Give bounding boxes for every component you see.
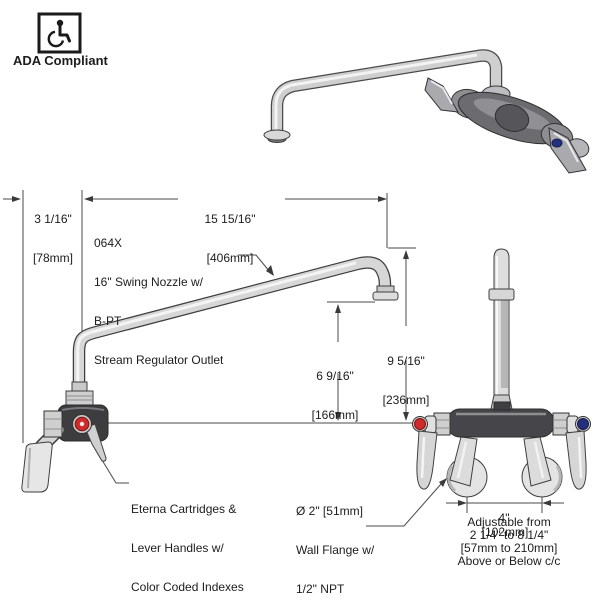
leader-swing-nozzle xyxy=(238,254,271,273)
note-cartridges: Eterna Cartridges & Lever Handles w/ Col… xyxy=(131,502,244,594)
ada-compliant-label: ADA Compliant xyxy=(13,53,108,68)
cold-index-front xyxy=(577,418,589,430)
iso-view-drawing xyxy=(263,49,590,174)
dimension-inlet-centers-in: 4" xyxy=(498,511,510,525)
leader-wall-flange xyxy=(366,483,442,527)
cold-index-iso xyxy=(551,138,563,148)
hot-index-front xyxy=(414,418,426,430)
front-view-drawing xyxy=(412,248,591,498)
wheelchair-icon xyxy=(37,12,82,54)
side-view-drawing xyxy=(21,256,399,493)
dimension-outlet-clearance: 6 9/16" [166mm] xyxy=(311,369,359,422)
note-adjustable-inlets: Adjustable from 2 1/4" to 8 1/4" [57mm t… xyxy=(457,515,561,568)
leader-cartridges xyxy=(101,459,129,484)
note-swing-nozzle: 064X 16" Swing Nozzle w/ B-PT Stream Reg… xyxy=(94,236,224,367)
dimension-nozzle-height: 9 5/16" [236mm] xyxy=(382,354,430,407)
note-wall-flange: Ø 2" [51mm] Wall Flange w/ 1/2" NPT Fema… xyxy=(296,504,375,596)
dimension-inlet-centers-mm: [102mm] xyxy=(474,500,536,552)
dimension-nozzle-reach: 15 15/16" [406mm] xyxy=(204,212,256,265)
dimension-wall-to-nozzle-center: 3 1/16" [78mm] xyxy=(32,212,73,265)
dimension-lines xyxy=(3,190,564,527)
dimension-arrowheads xyxy=(12,196,551,506)
